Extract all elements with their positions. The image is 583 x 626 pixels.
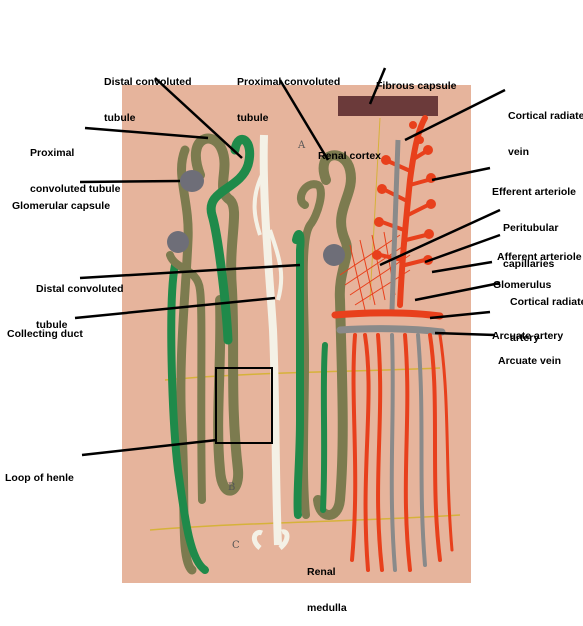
label-cortical-radiate-vein: Cortical radiate vein [508,86,583,170]
glomerular-capsule-upper [180,170,204,192]
label-line: Collecting duct [7,328,83,340]
label-glomerulus: Glomerulus [493,255,551,303]
label-line: Cortical radiate [508,110,583,122]
left-proximal-tubule [190,133,244,496]
label-efferent-arteriole: Efferent arteriole [492,162,576,210]
arcuate-vein-shape [336,325,446,336]
label-glomerular-capsule: Glomerular capsule [12,176,110,224]
collecting-duct-shape [259,134,282,546]
label-line: vein [508,146,530,158]
glomerular-capsule-lower [167,231,189,253]
label-line: tubule [104,112,136,124]
label-line: Proximal convoluted [237,76,341,88]
right-proximal-inner [296,180,325,519]
left-distal-tubule [206,134,255,345]
collecting-duct-base [251,529,290,550]
label-line: tubule [237,112,269,124]
label-collecting-duct: Collecting duct [7,304,83,352]
label-line: Peritubular [503,222,559,234]
label-peritubular-capillaries: Peritubular capillaries [503,198,558,282]
label-distal-convoluted-tubule-top: Distal convoluted tubule [104,52,192,136]
label-line: capillaries [503,258,555,270]
kidney-nephron-diagram [74,67,506,583]
label-afferent-arteriole: Afferent arteriole [497,227,582,275]
zone-mark-c: C [232,540,240,551]
label-renal-medulla: Renal medulla [307,542,347,626]
label-line: Cortical radiate [510,296,583,308]
cortical-radiate-vein-shape [389,139,401,311]
label-loop-of-henle: Loop of henle [5,448,74,496]
label-line: Afferent arteriole [497,251,582,263]
fibrous-capsule-strip [338,96,438,116]
label-fibrous-capsule: Fibrous capsule [376,56,457,104]
zone-mark-b: B [228,482,236,493]
label-line: Fibrous capsule [376,80,457,92]
label-line: tubule [36,319,68,331]
loop-of-henle-highlight-box [215,367,273,444]
arcuate-artery-shape [331,309,444,320]
label-arcuate-artery: Arcuate artery [492,306,563,354]
peritubular-capillary-net [339,231,411,311]
label-proximal-convoluted-tubule-top: Proximal convoluted tubule [237,52,340,136]
label-line: Distal convoluted [104,76,192,88]
label-line: Proximal [30,147,75,159]
label-line: Efferent arteriole [492,186,577,198]
leader-lines [74,67,506,457]
label-line: Glomerulus [493,279,552,291]
label-line: Distal convoluted [36,283,124,295]
right-proximal-tubule [313,150,356,520]
right-distal-tubule [292,230,305,519]
label-distal-convoluted-tubule-left: Distal convoluted tubule [36,259,124,343]
label-line: convoluted tubule [30,183,121,195]
label-line: Loop of henle [5,472,74,484]
cortex-divider [369,117,381,301]
label-line: Renal [307,566,336,578]
glomerular-capsule-right [323,244,345,266]
label-line: Arcuate artery [492,330,564,342]
label-line: Arcuate vein [498,355,562,367]
label-cortical-radiate-artery: Cortical radiate artery [510,272,583,356]
vasa-recta [350,333,454,572]
label-line: Glomerular capsule [12,200,111,212]
label-line: medulla [307,602,347,614]
label-line: artery [510,332,540,344]
label-arcuate-vein: Arcuate vein [498,331,561,379]
label-renal-cortex: Renal cortex [318,126,381,174]
right-green-lower [320,342,328,513]
label-proximal-convoluted-tubule-left: Proximal convoluted tubule [30,123,120,207]
label-line: Renal cortex [318,150,382,162]
zone-mark-a: A [298,140,306,151]
